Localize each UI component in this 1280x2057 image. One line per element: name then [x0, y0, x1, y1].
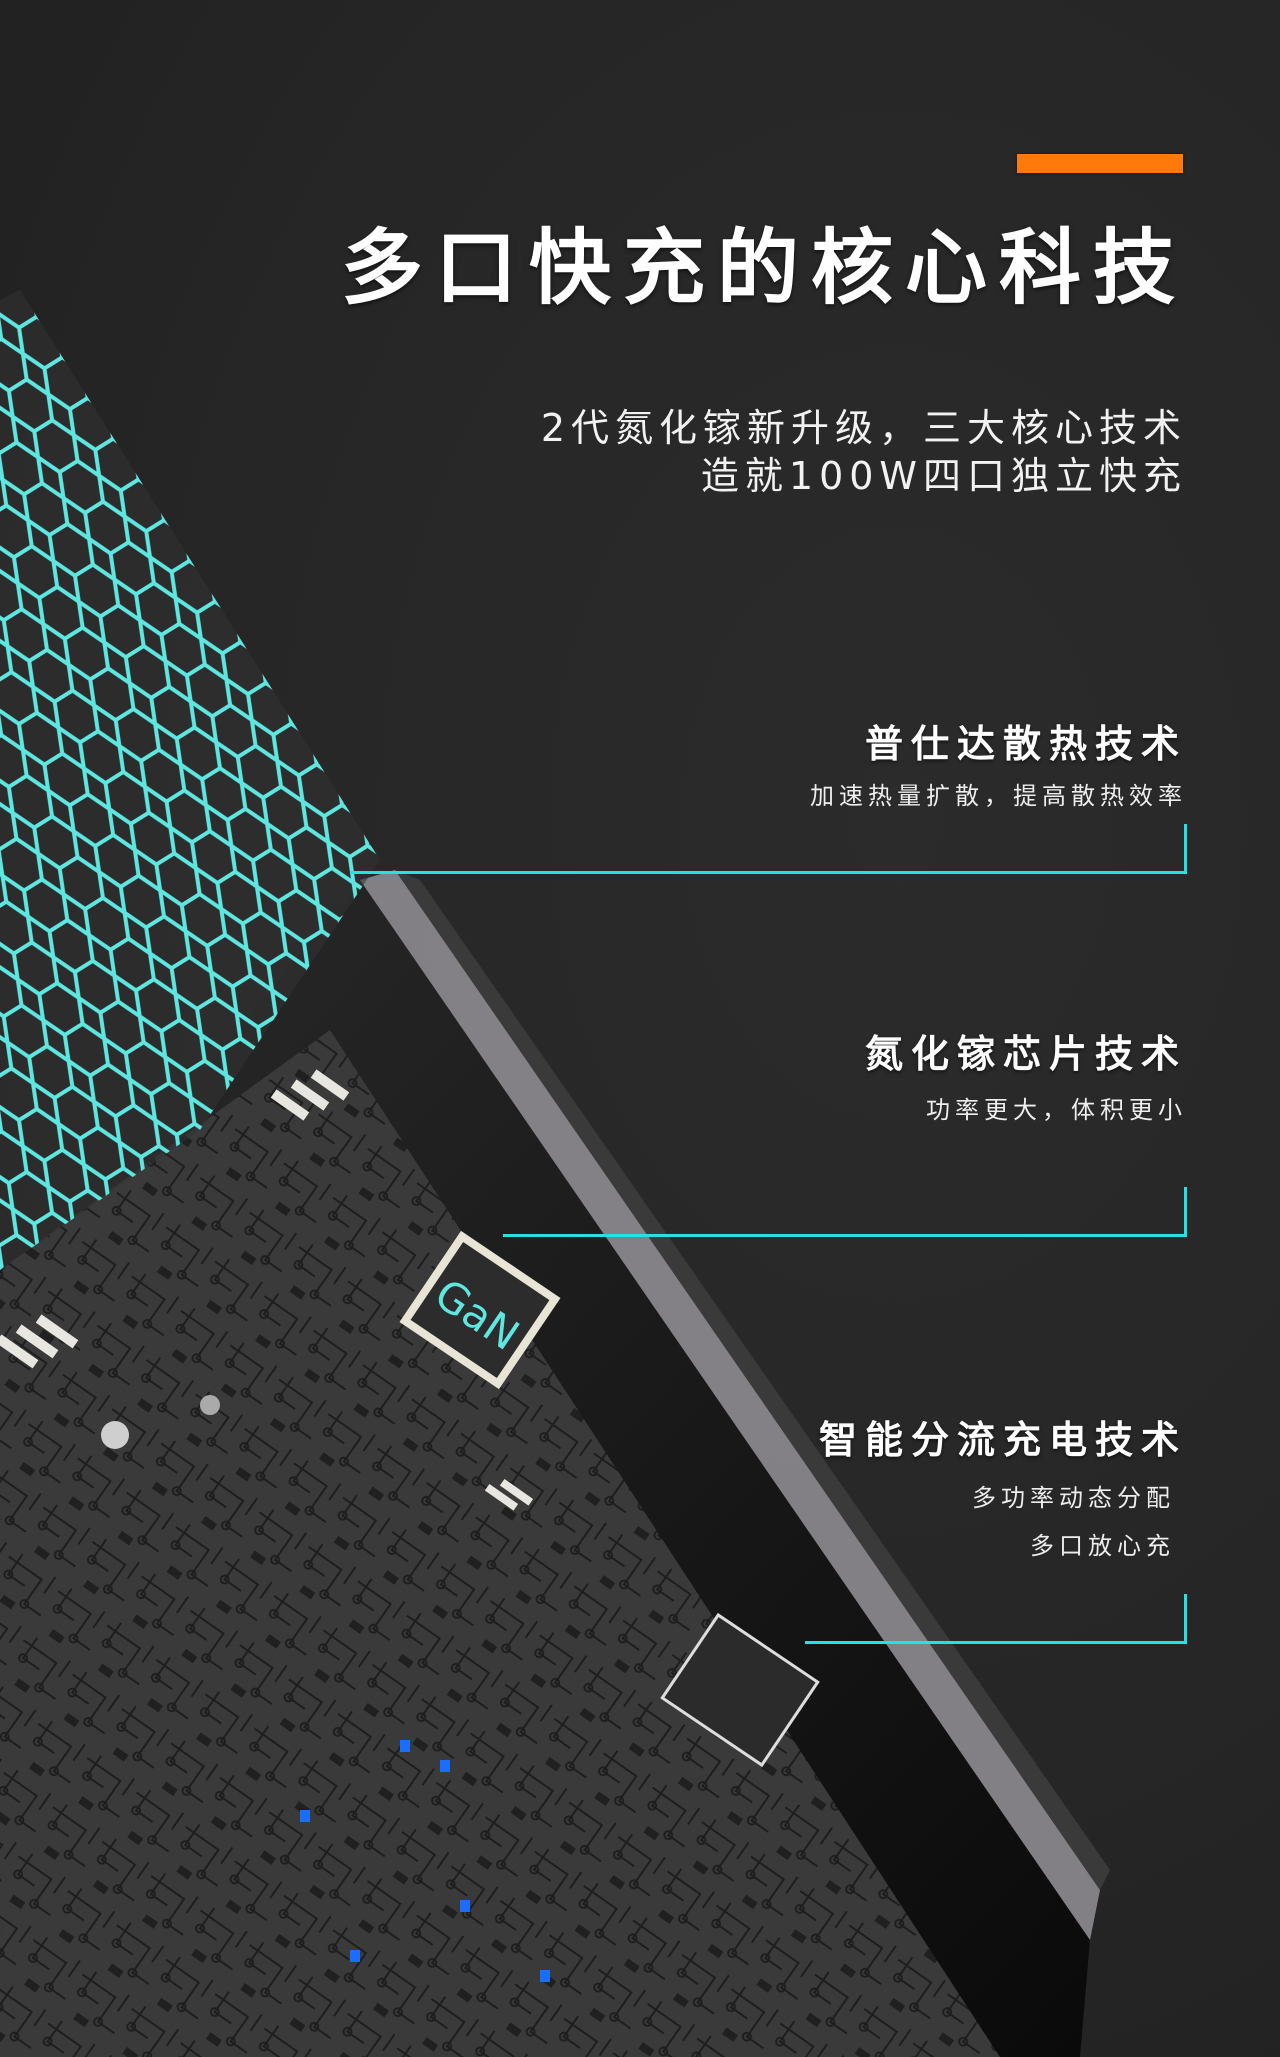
feature-gan-chip: 氮化镓芯片技术 功率更大，体积更小 [865, 1030, 1187, 1134]
connector-line [350, 871, 1187, 874]
page-title: 多口快充的核心科技 [340, 221, 1187, 316]
accent-bar [1017, 154, 1183, 173]
connector-line [503, 1234, 1187, 1237]
feature-title: 氮化镓芯片技术 [864, 1032, 1187, 1076]
feature-heat-dissipation: 普仕达散热技术 加速热量扩散，提高散热效率 [810, 720, 1187, 820]
honeycomb-heatsink-icon [0, 290, 380, 1270]
connector-line [1184, 1187, 1187, 1237]
feature-title: 智能分流充电技术 [818, 1418, 1187, 1462]
feature-title: 普仕达散热技术 [864, 722, 1187, 766]
connector-line [1184, 824, 1187, 874]
feature-desc: 加速热量扩散，提高散热效率 [810, 772, 1187, 820]
connector-line [805, 1641, 1187, 1644]
gan-chip-icon: GaN [399, 1230, 561, 1390]
subtitle: 2代氮化镓新升级，三大核心技术 造就100W四口独立快充 [541, 404, 1187, 500]
feature-desc-line: 加速热量扩散，提高散热效率 [810, 782, 1187, 810]
feature-desc-line: 多功率动态分配 [972, 1484, 1175, 1512]
feature-desc: 功率更大，体积更小 [865, 1086, 1187, 1134]
subtitle-line: 造就100W四口独立快充 [700, 454, 1187, 498]
feature-smart-power-split: 智能分流充电技术 多功率动态分配 多口放心充 [819, 1416, 1187, 1570]
feature-desc-line: 多口放心充 [1030, 1532, 1175, 1560]
circuit-board-icon [0, 1030, 1000, 2057]
feature-desc-line: 功率更大，体积更小 [926, 1096, 1187, 1124]
connector-line [1184, 1594, 1187, 1644]
subtitle-line: 2代氮化镓新升级，三大核心技术 [540, 406, 1187, 450]
feature-desc: 多功率动态分配 多口放心充 [819, 1474, 1187, 1570]
